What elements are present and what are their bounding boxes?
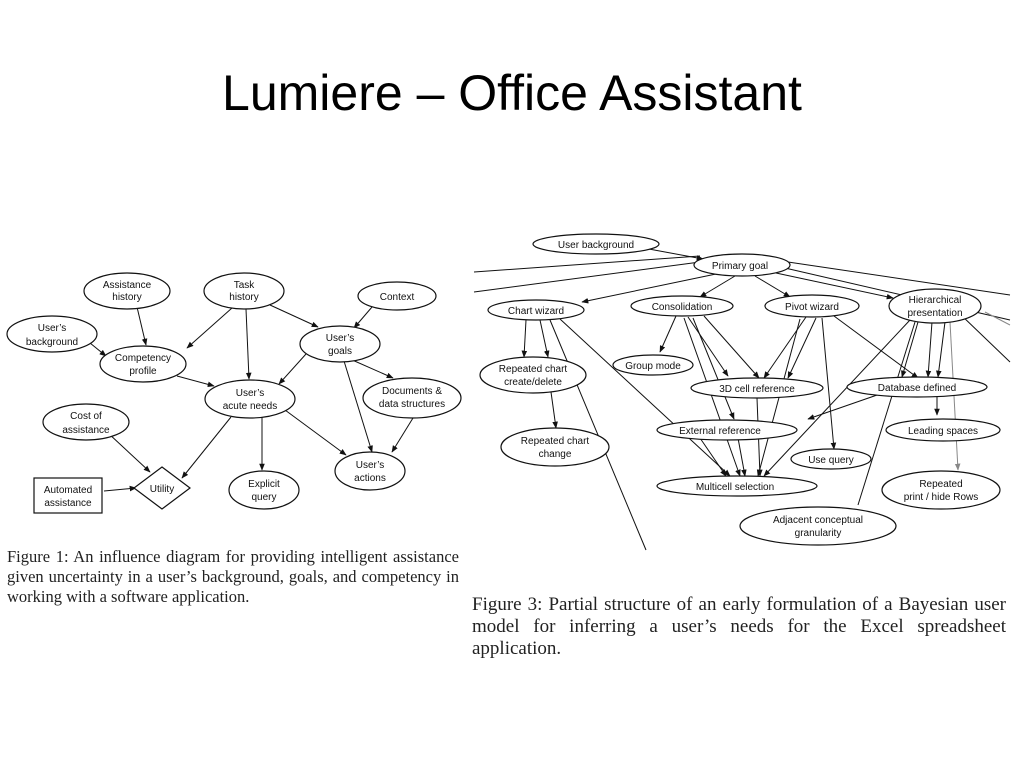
svg-text:Group mode: Group mode (625, 361, 681, 372)
svg-text:User background: User background (558, 240, 634, 251)
svg-text:Database defined: Database defined (878, 383, 956, 394)
node-multicell-selection: Multicell selection (656, 475, 818, 497)
node-context: Context (357, 281, 437, 311)
svg-text:Repeated: Repeated (919, 479, 962, 490)
svg-text:Adjacent conceptual: Adjacent conceptual (773, 515, 863, 526)
node-users-goals: User’s goals (299, 325, 381, 363)
node-use-query: Use query (790, 448, 872, 470)
svg-text:Pivot wizard: Pivot wizard (785, 302, 839, 313)
node-adjacent-conceptual-granularity: Adjacent conceptual granularity (739, 506, 897, 546)
svg-text:Multicell selection: Multicell selection (696, 482, 774, 493)
figure-1-influence-diagram: Assistance history Task history Context … (6, 272, 462, 514)
svg-text:Context: Context (380, 292, 415, 303)
node-3d-cell-reference: 3D cell reference (690, 377, 824, 399)
svg-text:Competency: Competency (115, 353, 171, 364)
node-competency-profile: Competency profile (99, 345, 187, 383)
node-task-history: Task history (203, 272, 285, 310)
svg-text:3D cell reference: 3D cell reference (719, 384, 795, 395)
svg-text:actions: actions (354, 473, 386, 484)
svg-text:background: background (26, 337, 78, 348)
node-repeated-print-hide-rows: Repeated print / hide Rows (881, 470, 1001, 510)
node-repeated-chart-change: Repeated chart change (500, 427, 610, 467)
svg-text:data structures: data structures (379, 399, 445, 410)
node-group-mode: Group mode (612, 354, 694, 376)
svg-text:history: history (112, 292, 141, 303)
svg-text:Explicit: Explicit (248, 479, 280, 490)
svg-text:Task: Task (234, 280, 256, 291)
svg-text:Leading spaces: Leading spaces (908, 426, 978, 437)
node-documents-data-structures: Documents & data structures (362, 377, 462, 419)
node-database-defined: Database defined (846, 376, 988, 398)
node-user-background: User background (532, 233, 660, 255)
node-hierarchical-presentation: Hierarchical presentation (888, 288, 982, 324)
node-users-acute-needs: User’s acute needs (204, 379, 296, 419)
svg-text:history: history (229, 292, 258, 303)
node-primary-goal: Primary goal (693, 253, 791, 277)
node-users-background: User’s background (6, 315, 98, 353)
svg-text:User’s: User’s (356, 460, 385, 471)
svg-text:User’s: User’s (38, 323, 67, 334)
node-chart-wizard: Chart wizard (487, 299, 585, 321)
svg-text:print / hide Rows: print / hide Rows (904, 492, 978, 503)
svg-text:goals: goals (328, 346, 352, 357)
node-assistance-history: Assistance history (83, 272, 171, 310)
svg-text:acute needs: acute needs (223, 401, 278, 412)
svg-text:presentation: presentation (907, 308, 962, 319)
node-explicit-query: Explicit query (228, 470, 300, 510)
svg-text:Repeated chart: Repeated chart (499, 364, 568, 375)
node-cost-of-assistance: Cost of assistance (42, 403, 130, 441)
node-external-reference: External reference (656, 419, 798, 441)
figure-1-edges (89, 304, 414, 492)
node-pivot-wizard: Pivot wizard (764, 294, 860, 318)
node-consolidation: Consolidation (630, 295, 734, 317)
slide-title: Lumiere – Office Assistant (222, 65, 802, 121)
svg-text:change: change (539, 449, 572, 460)
svg-text:Utility: Utility (150, 484, 174, 495)
node-users-actions: User’s actions (334, 451, 406, 491)
figure-1-caption: Figure 1: An influence diagram for provi… (7, 547, 459, 606)
svg-text:Assistance: Assistance (103, 280, 152, 291)
svg-text:profile: profile (129, 366, 157, 377)
svg-text:Repeated chart: Repeated chart (521, 436, 590, 447)
svg-text:Cost of: Cost of (70, 411, 102, 422)
node-automated-assistance: Automated assistance (33, 477, 103, 514)
figure-3-edges (473, 246, 1011, 551)
figure-3-bayesian-user-model: User background Primary goal Chart wizar… (473, 233, 1011, 551)
svg-text:Use query: Use query (808, 455, 854, 466)
svg-text:assistance: assistance (44, 498, 92, 509)
svg-text:Primary goal: Primary goal (712, 261, 768, 272)
svg-text:create/delete: create/delete (504, 377, 562, 388)
node-utility: Utility (133, 466, 191, 510)
svg-text:Automated: Automated (44, 485, 92, 496)
svg-text:External reference: External reference (679, 426, 761, 437)
svg-text:granularity: granularity (795, 528, 842, 539)
svg-text:Consolidation: Consolidation (652, 302, 713, 313)
figure-3-caption: Figure 3: Partial structure of an early … (472, 594, 1006, 659)
svg-text:assistance: assistance (62, 425, 110, 436)
svg-text:query: query (251, 492, 276, 503)
svg-text:Chart wizard: Chart wizard (508, 306, 564, 317)
svg-text:User’s: User’s (236, 388, 265, 399)
svg-text:Documents &: Documents & (382, 386, 442, 397)
svg-text:Hierarchical: Hierarchical (909, 295, 962, 306)
svg-text:User’s: User’s (326, 333, 355, 344)
node-repeated-chart-create-delete: Repeated chart create/delete (479, 356, 587, 394)
node-leading-spaces: Leading spaces (885, 418, 1001, 442)
